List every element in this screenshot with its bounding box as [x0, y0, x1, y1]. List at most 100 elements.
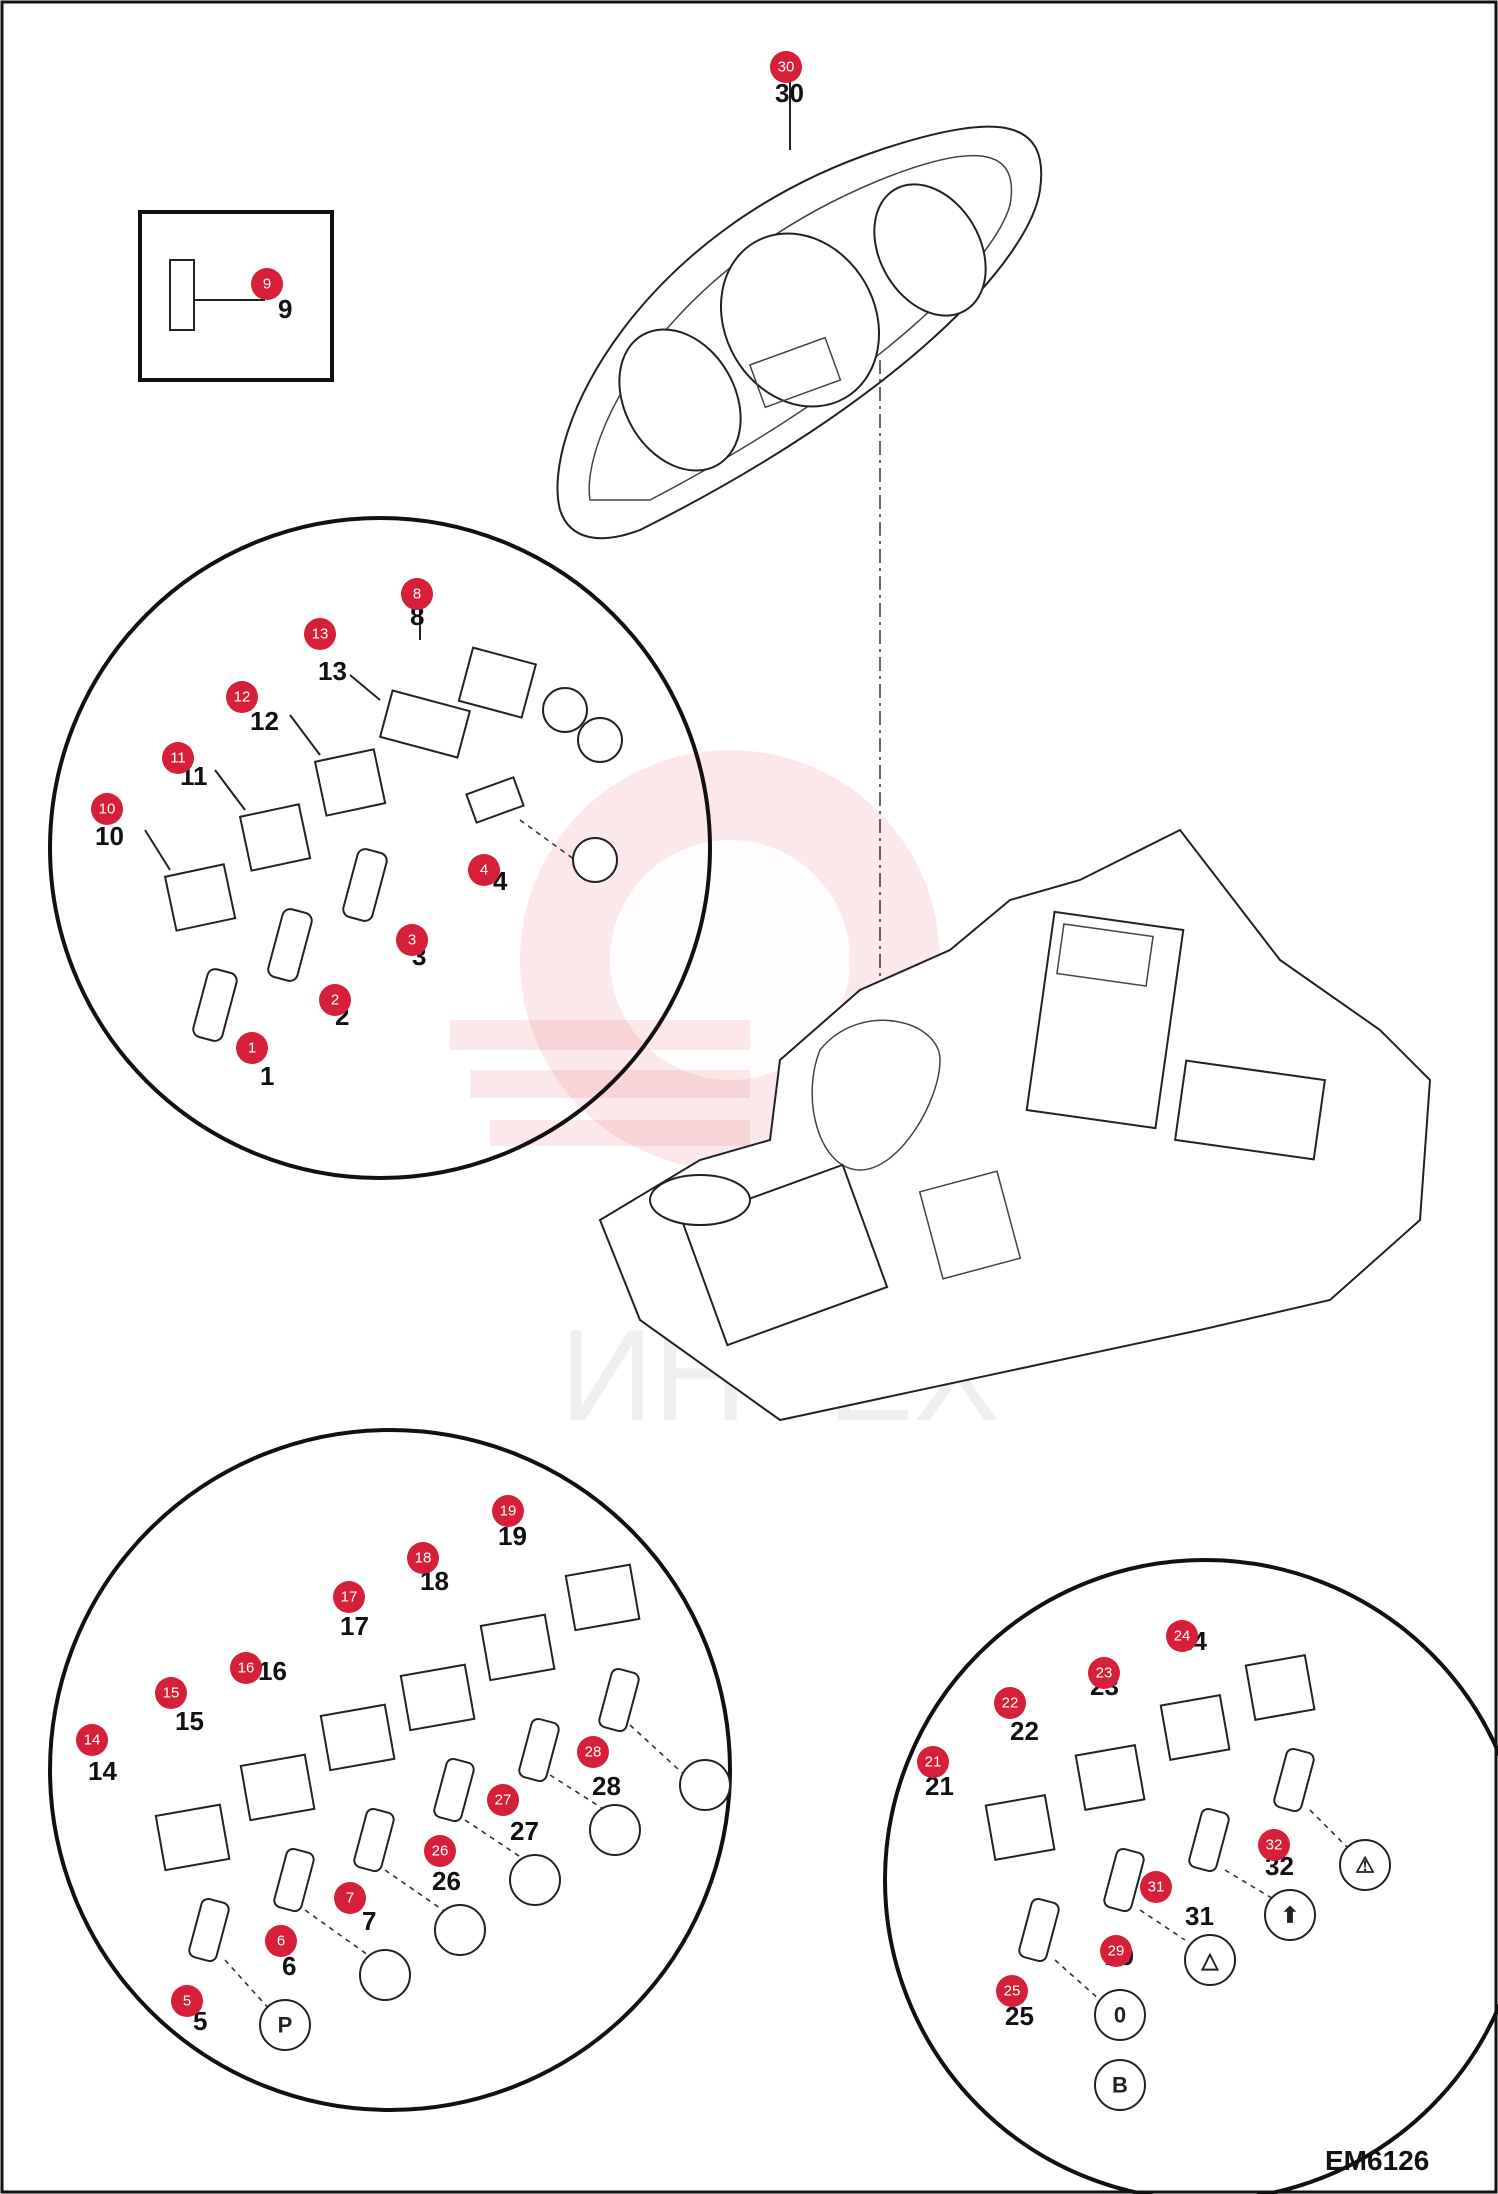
badge-18: 18: [407, 1542, 439, 1574]
badge-2: 2: [319, 984, 351, 1016]
badge-29: 29: [1100, 1935, 1132, 1967]
badge-21: 21: [917, 1746, 949, 1778]
svg-text:0: 0: [1114, 2003, 1126, 2028]
badge-26: 27: [487, 1784, 519, 1816]
label-10: 10: [95, 821, 124, 851]
label-30: 30: [775, 78, 804, 108]
svg-text:8: 8: [413, 586, 421, 603]
label-26: 27: [510, 1816, 539, 1846]
label-16: 16: [258, 1656, 287, 1686]
svg-text:7: 7: [346, 1890, 354, 1907]
instrument-cluster: [556, 80, 1043, 1020]
label-7: 7: [362, 1906, 376, 1936]
label-25: 26: [432, 1866, 461, 1896]
label-14: 14: [88, 1756, 117, 1786]
svg-text:21: 21: [925, 1754, 942, 1771]
svg-text:30: 30: [778, 59, 795, 76]
svg-text:△: △: [1201, 1948, 1220, 1973]
svg-text:3: 3: [408, 932, 416, 949]
badge-14: 14: [76, 1724, 108, 1756]
badge-30: 30: [770, 51, 802, 83]
drawing-code: EM6126: [1325, 2145, 1429, 2176]
up-arrow-symbol: [1264, 1889, 1316, 1941]
svg-text:10: 10: [99, 801, 116, 818]
badge-4: 4: [468, 854, 500, 886]
svg-text:29: 29: [1108, 1943, 1125, 1960]
parking-brake-symbol: [259, 1999, 311, 2051]
svg-text:⚠: ⚠: [1355, 1853, 1375, 1878]
watermark-logo: [450, 750, 940, 1170]
badge-25: 26: [424, 1835, 456, 1867]
switch-group-top: [48, 516, 712, 1180]
dial-symbol: [1094, 1989, 1146, 2041]
svg-text:24: 24: [1174, 1628, 1191, 1645]
label-15: 15: [175, 1706, 204, 1736]
badge-13: 13: [304, 618, 336, 650]
badge-24: 24: [1166, 1620, 1198, 1652]
label-17: 17: [340, 1611, 369, 1641]
badge-1: 1: [236, 1032, 268, 1064]
warning-symbol: [1339, 1839, 1391, 1891]
svg-text:25: 25: [1004, 1983, 1021, 2000]
badge-31: 31: [1140, 1871, 1172, 1903]
dashboard-console: [598, 828, 1432, 1422]
svg-text:22: 22: [1002, 1695, 1019, 1712]
svg-text:2: 2: [331, 992, 339, 1009]
label-12: 12: [250, 706, 279, 736]
svg-text:4: 4: [480, 862, 488, 879]
badge-19: 19: [492, 1495, 524, 1527]
svg-text:23: 23: [1096, 1665, 1113, 1682]
svg-text:28: 28: [585, 1744, 602, 1761]
svg-text:12: 12: [234, 689, 251, 706]
svg-text:14: 14: [84, 1732, 101, 1749]
svg-text:9: 9: [263, 276, 271, 293]
label-9: 9: [278, 294, 292, 324]
badge-5: 5: [171, 1985, 203, 2017]
svg-text:26: 26: [432, 1843, 449, 1860]
label-27: 28: [592, 1771, 621, 1801]
switch-group-bottom-left: P: [48, 1428, 732, 2112]
switch-group-bottom-right: 0 B △ ⬆ ⚠: [883, 1558, 1498, 2194]
dial-symbol-2: [1094, 2059, 1146, 2111]
beacon-symbol: [359, 1949, 411, 2001]
svg-text:19: 19: [500, 1503, 517, 1520]
badge-11: 11: [162, 742, 194, 774]
badge-7: 7: [334, 1882, 366, 1914]
svg-text:11: 11: [170, 750, 186, 767]
label-31: 31: [1185, 1901, 1214, 1931]
svg-text:31: 31: [1148, 1879, 1165, 1896]
label-1: 1: [260, 1061, 274, 1091]
callout-badges: 30 9 8 13 12 11 10 4 3 2 1 19 18 17 16 1…: [76, 51, 1290, 2017]
badge-15: 15: [155, 1677, 187, 1709]
label-13: 13: [318, 656, 347, 686]
part-labels: 30 9 13 12 11 10 1 2 3 4 14 15 16 17 18 …: [88, 78, 1294, 2036]
badge-23: 23: [1088, 1657, 1120, 1689]
label-6: 6: [282, 1951, 296, 1981]
badge-17: 17: [333, 1581, 365, 1613]
svg-text:18: 18: [415, 1550, 432, 1567]
svg-text:27: 27: [495, 1792, 512, 1809]
svg-text:32: 32: [1266, 1837, 1283, 1854]
svg-text:15: 15: [163, 1685, 180, 1702]
badge-9: 9: [251, 268, 283, 300]
defrost-symbol: [509, 1854, 561, 1906]
badge-32: 32: [1258, 1829, 1290, 1861]
wiper-symbol: [434, 1904, 486, 1956]
svg-text:1: 1: [248, 1040, 256, 1057]
badge-12: 12: [226, 681, 258, 713]
svg-text:P: P: [278, 2013, 293, 2038]
badge-28: 25: [996, 1975, 1028, 2007]
badge-10: 10: [91, 793, 123, 825]
badge-27: 28: [577, 1736, 609, 1768]
label-22: 22: [1010, 1716, 1039, 1746]
hazard-symbol: [1184, 1934, 1236, 1986]
inset-part-9: [138, 210, 334, 382]
badge-8: 8: [401, 578, 433, 610]
svg-text:B: B: [1112, 2073, 1128, 2098]
badge-3: 3: [396, 924, 428, 956]
worklight-rear-symbol: [679, 1759, 731, 1811]
svg-text:13: 13: [312, 626, 329, 643]
worklight-front-symbol: [589, 1804, 641, 1856]
